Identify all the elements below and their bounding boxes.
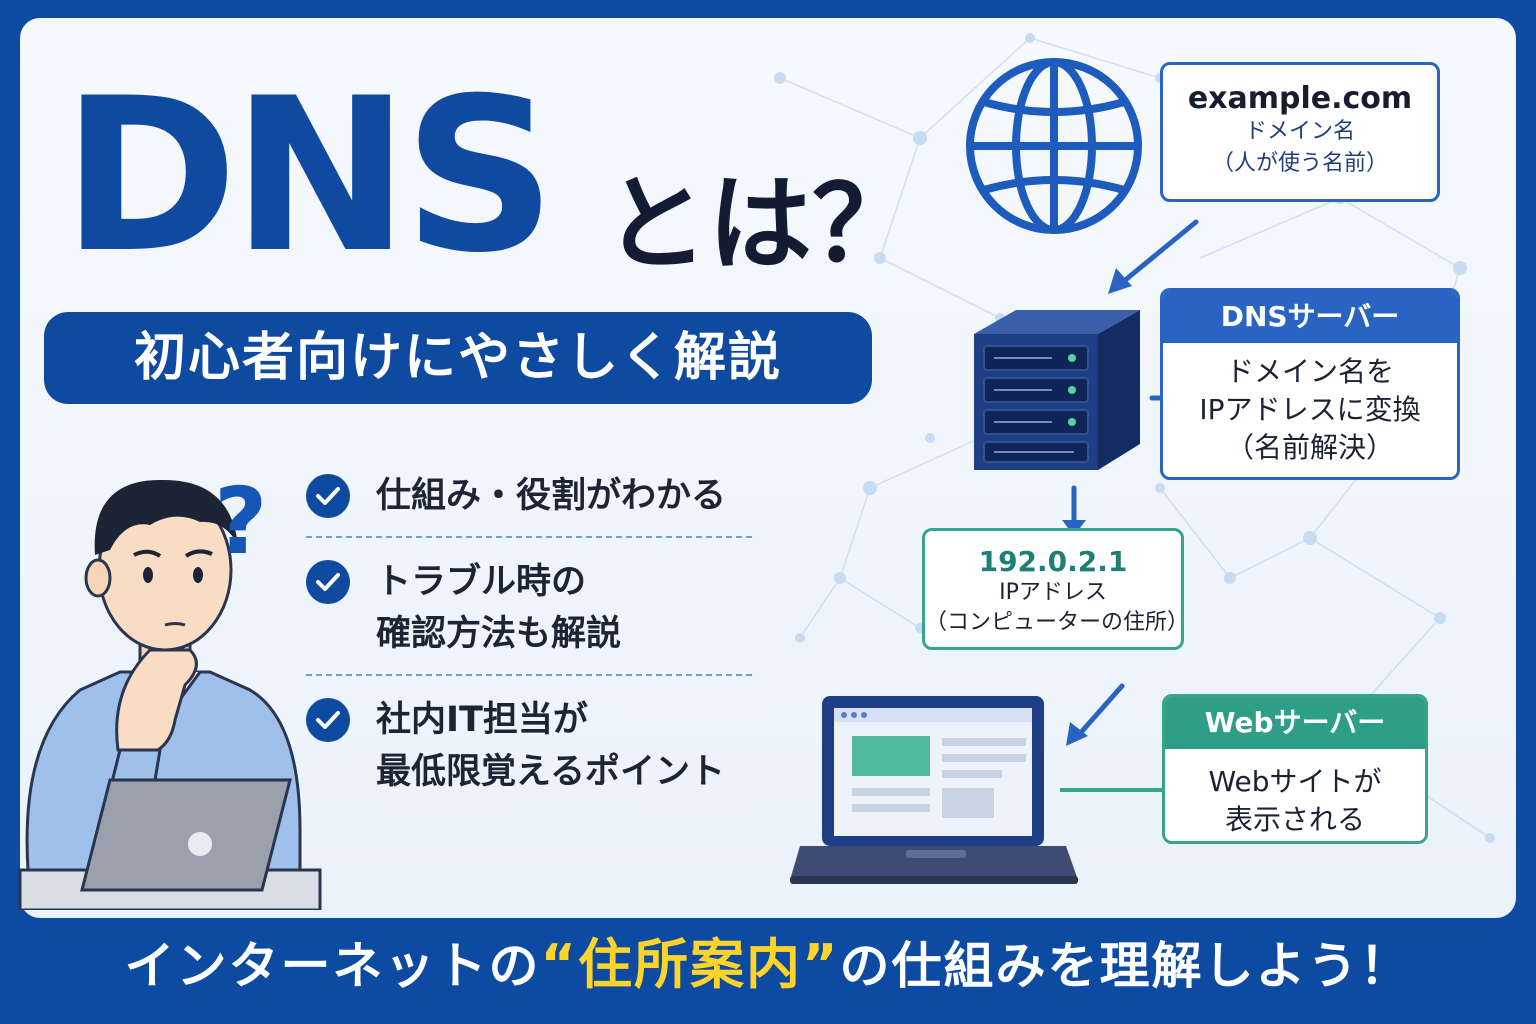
ip-example: 192.0.2.1 <box>978 545 1128 578</box>
check-icon <box>306 560 350 604</box>
check-item-line: 仕組み・役割がわかる <box>376 476 727 516</box>
dns-server-header: DNSサーバー <box>1163 291 1457 343</box>
check-item-line: トラブル時の <box>376 562 587 602</box>
tagline-highlight: “住所案内” <box>540 933 840 996</box>
check-item-line: 確認方法も解説 <box>376 614 622 654</box>
check-item: 社内IT担当が 最低限覚えるポイント <box>306 694 756 798</box>
tagline-before: インターネットの <box>124 937 541 995</box>
ip-label: IPアドレス <box>999 580 1107 605</box>
check-icon <box>306 698 350 742</box>
divider <box>306 536 752 538</box>
divider <box>306 674 752 676</box>
domain-label: ドメイン名 <box>1244 119 1355 144</box>
globe-icon <box>966 58 1142 234</box>
dns-server-line: ドメイン名を <box>1225 355 1394 388</box>
dns-server-line: IPアドレスに変換 <box>1199 393 1421 426</box>
ip-description: （コンピューターの住所） <box>925 610 1190 635</box>
domain-name-box: example.com ドメイン名 （人が使う名前） <box>1160 62 1440 202</box>
web-server-line: Webサイトが <box>1208 765 1382 798</box>
title-suffix: とは？ <box>604 163 917 285</box>
title-dns: DNS <box>62 52 556 299</box>
check-item-line: 最低限覚えるポイント <box>376 752 725 792</box>
domain-description: （人が使う名前） <box>1211 151 1388 176</box>
laptop-icon <box>790 696 1078 884</box>
check-icon <box>306 474 350 518</box>
question-mark: ? <box>214 468 268 575</box>
checklist: 仕組み・役割がわかる トラブル時の 確認方法も解説 社内IT担当が 最低限覚える… <box>306 470 756 798</box>
bottom-tagline: インターネットの“住所案内”の仕組みを理解しよう！ <box>0 930 1536 1001</box>
person-illustration <box>18 479 322 910</box>
web-server-line: 表示される <box>1224 803 1365 836</box>
check-item-line: 社内IT担当が <box>376 700 588 740</box>
server-icon <box>974 310 1140 470</box>
subtitle-banner: 初心者向けにやさしく解説 <box>44 312 872 404</box>
check-item: トラブル時の 確認方法も解説 <box>306 556 756 660</box>
tagline-after: の仕組みを理解しよう！ <box>839 937 1412 995</box>
check-item: 仕組み・役割がわかる <box>306 470 756 522</box>
domain-example: example.com <box>1187 81 1413 116</box>
dns-server-line: （名前解決） <box>1225 431 1394 464</box>
ip-address-box: 192.0.2.1 IPアドレス （コンピューターの住所） <box>922 528 1190 650</box>
web-server-box: Webサーバー Webサイトが 表示される <box>1162 694 1428 844</box>
web-server-header: Webサーバー <box>1165 697 1425 749</box>
dns-server-box: DNSサーバー ドメイン名を IPアドレスに変換 （名前解決） <box>1160 288 1460 480</box>
